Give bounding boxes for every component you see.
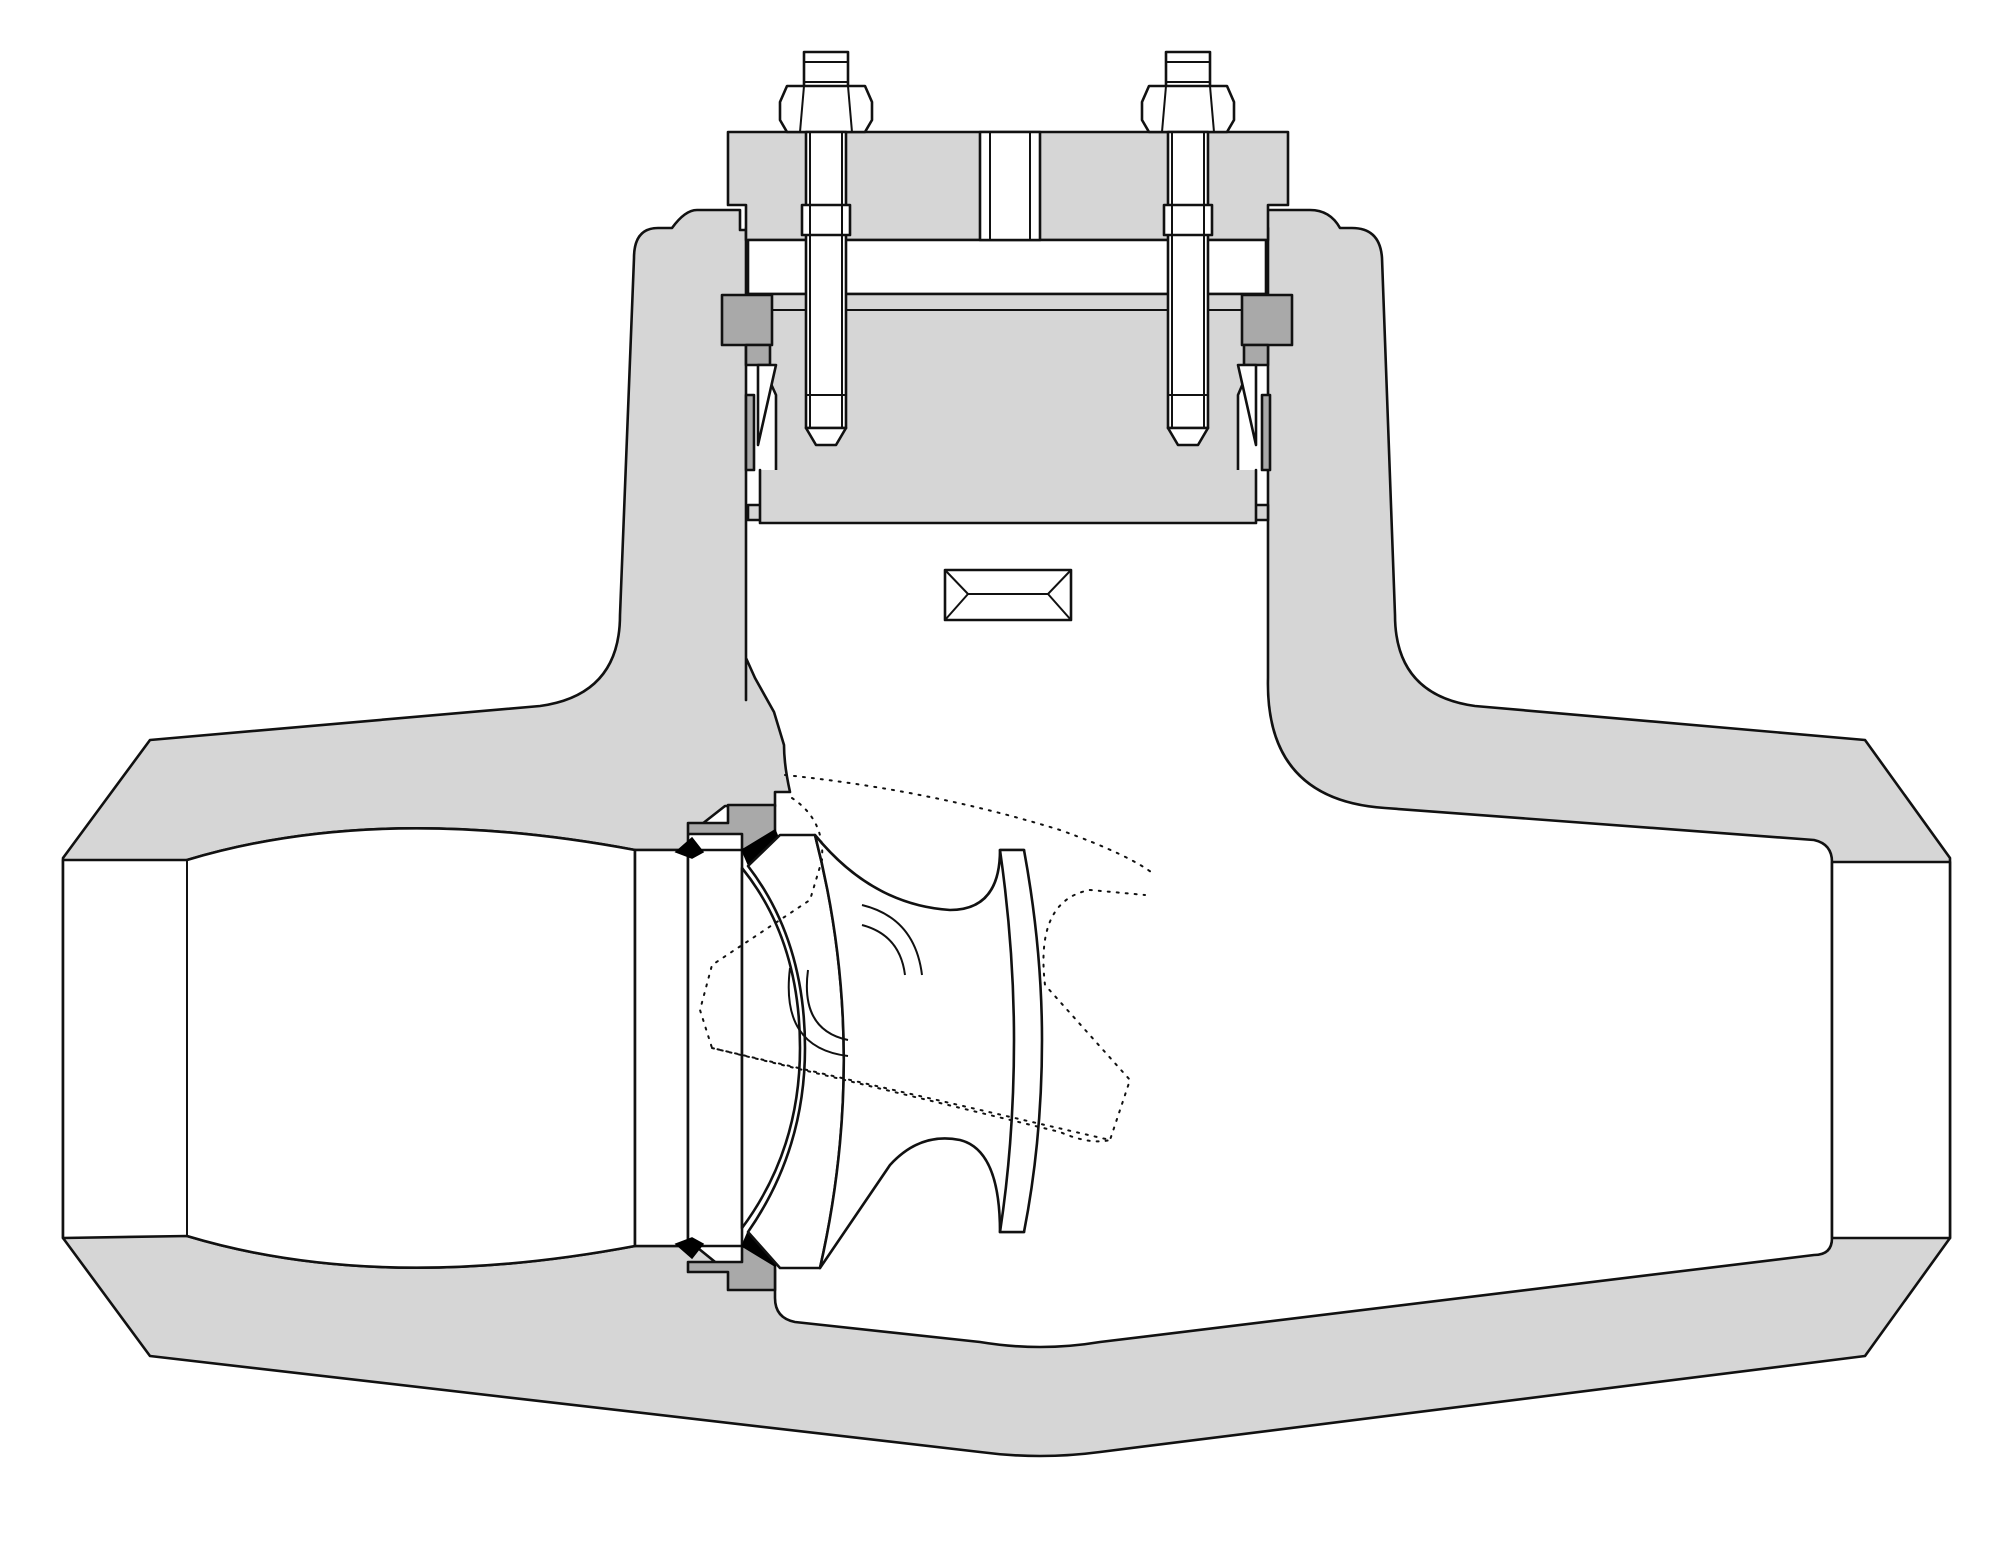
bonnet-center-port (978, 130, 1042, 242)
seal-ring-right-upper (1240, 293, 1294, 347)
seal-ring-left-lower (744, 343, 772, 367)
seal-ring-right-side (1260, 393, 1272, 472)
inlet-end-face (61, 826, 637, 1270)
disc-arc (861, 904, 923, 976)
stud-bolt-right (1140, 50, 1236, 447)
hinge-plug (943, 568, 1073, 622)
weld-bead-top-left (674, 836, 705, 859)
disc-open-position-outline (711, 1047, 1111, 1143)
seat-ring-inner (686, 848, 744, 1248)
weld-bead-bottom-left (674, 1237, 705, 1260)
seal-ring-right-lower (1242, 343, 1270, 367)
seat-holder-lower (686, 1244, 777, 1292)
seat-holder-upper (686, 803, 777, 852)
disc-flange (998, 848, 1044, 1234)
bonnet-spigot (758, 468, 1258, 525)
pressure-ring-left (756, 363, 778, 447)
disc-nut-body (813, 833, 1026, 1270)
disc-arc (861, 924, 906, 976)
seal-ring-left-side (744, 393, 756, 472)
disc-open-position-outline (784, 774, 1156, 876)
hex-nut-right (1140, 84, 1236, 134)
disc-arc (787, 967, 849, 1057)
stud-bolt-left (778, 50, 874, 447)
hex-nut-left (778, 84, 874, 134)
seat-ring (633, 848, 690, 1248)
disc-arc (805, 969, 849, 1041)
outlet-end-face (1830, 860, 1952, 1240)
disc-open-position-outline (698, 797, 1146, 1142)
seal-ring-left-upper (720, 293, 774, 347)
pressure-ring-right (1236, 363, 1258, 447)
valve-disc (740, 866, 802, 1230)
